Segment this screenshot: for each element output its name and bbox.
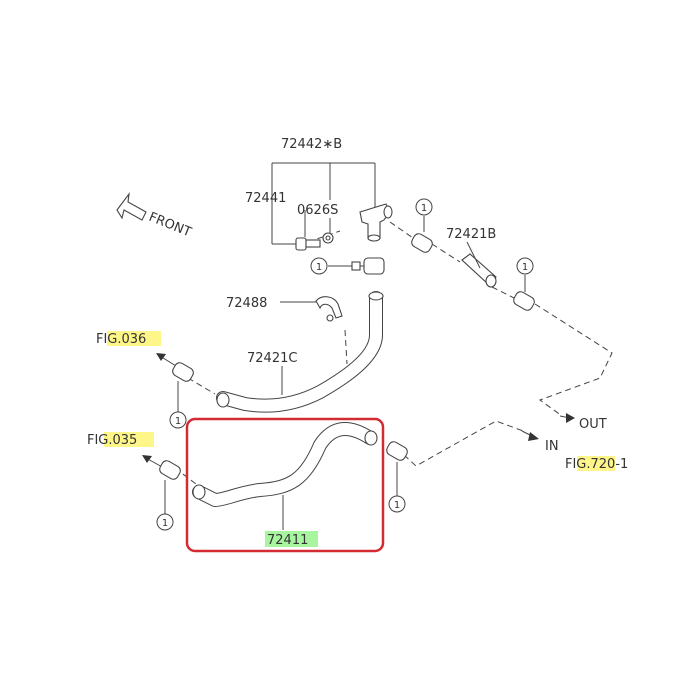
part-label-leaders <box>280 241 481 530</box>
fig-036-highlight <box>107 331 161 346</box>
label-in: IN <box>545 439 559 454</box>
front-arrow-icon <box>116 192 147 221</box>
clamp-ref-1-a[interactable]: 1 <box>415 198 433 216</box>
label-0626s[interactable]: 0626S <box>297 203 338 218</box>
label-72421b[interactable]: 72421B <box>446 227 496 242</box>
hose-72411-left-end <box>192 484 206 500</box>
clamp-ref-1-c[interactable]: 1 <box>310 257 328 275</box>
bolt-72441 <box>295 237 321 251</box>
clamp-ref-1-b[interactable]: 1 <box>516 257 534 275</box>
svg-text:1: 1 <box>162 518 168 529</box>
clamp-center <box>340 257 385 275</box>
svg-text:1: 1 <box>394 500 400 511</box>
clamp-left-upper <box>172 362 194 382</box>
hose-ends <box>364 291 384 446</box>
clamp-ref-leaders <box>164 216 526 514</box>
label-front: FRONT <box>147 210 194 241</box>
svg-text:1: 1 <box>522 262 528 273</box>
label-out: OUT <box>579 417 607 432</box>
label-72441[interactable]: 72441 <box>245 191 286 206</box>
fig-720-1-highlight <box>577 456 615 471</box>
hose-72421c-left-end <box>216 392 230 408</box>
svg-text:1: 1 <box>421 203 427 214</box>
pipe-72421b <box>461 253 497 288</box>
clamp-ref-1-d[interactable]: 1 <box>169 411 187 429</box>
hose-72411[interactable] <box>192 422 377 507</box>
link-fig-035[interactable]: FIG.035 <box>87 433 137 448</box>
clamp-left-lower <box>159 460 181 480</box>
clamp-mid-right <box>386 441 408 461</box>
label-72421c[interactable]: 72421C <box>247 351 297 366</box>
label-72442b[interactable]: 72442∗B <box>281 137 342 152</box>
clamp-ref-1-f[interactable]: 1 <box>388 495 406 513</box>
svg-text:1: 1 <box>316 262 322 273</box>
link-fig-036[interactable]: FIG.036 <box>96 332 146 347</box>
selection-box-72411 <box>185 417 385 553</box>
svg-text:1: 1 <box>175 416 181 427</box>
clamp-ref-1-e[interactable]: 1 <box>156 513 174 531</box>
clamp-right <box>513 291 535 311</box>
clip-72488 <box>315 296 343 322</box>
clamp-upper-right <box>411 233 433 253</box>
fig-035-highlight <box>104 432 154 447</box>
three-way-connector <box>359 203 393 242</box>
washer-0626s <box>322 232 334 244</box>
link-fig-720-1[interactable]: FIG.720-1 <box>565 457 628 472</box>
part-72411-highlight <box>265 531 318 547</box>
label-72411[interactable]: 72411 <box>267 533 308 548</box>
label-72488[interactable]: 72488 <box>226 296 267 311</box>
hose-72421c <box>216 291 383 413</box>
